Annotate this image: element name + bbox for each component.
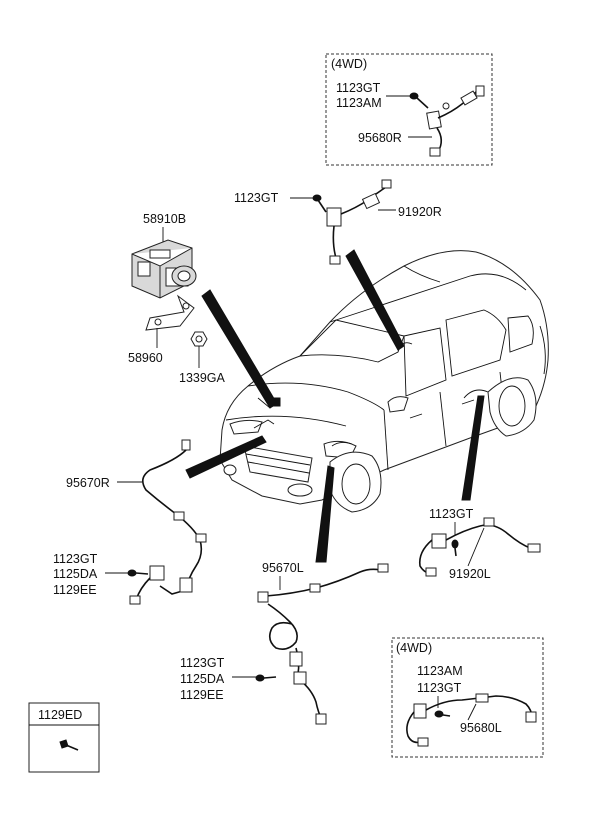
label-1129ED: 1129ED xyxy=(38,708,82,722)
box-1129ED xyxy=(28,702,100,773)
sensor-91920R xyxy=(290,179,396,265)
abs-module-58910B xyxy=(131,239,197,299)
bolt-1123GT-d xyxy=(127,569,149,577)
label-1123GT-e: 1123GT xyxy=(180,656,225,670)
label-91920L: 91920L xyxy=(449,567,491,581)
box-4wd-bottom-label: (4WD) xyxy=(396,641,432,655)
vehicle-illustration xyxy=(219,250,549,513)
label-95670L: 95670L xyxy=(262,561,304,575)
box-4wd-rear-left xyxy=(391,637,544,758)
bolt-1123GT-e xyxy=(255,674,277,682)
bracket-58960 xyxy=(145,294,195,331)
label-95680R: 95680R xyxy=(358,131,402,145)
label-58960: 58960 xyxy=(128,351,163,365)
label-1123GT-d: 1123GT xyxy=(53,552,98,566)
pointer-rear-right xyxy=(345,249,405,351)
label-1129EE-e: 1129EE xyxy=(180,688,224,702)
screw-1129ED xyxy=(59,739,79,751)
label-1123GT-c: 1123GT xyxy=(429,507,474,521)
label-1125DA-e: 1125DA xyxy=(180,672,225,686)
nut-1339GA xyxy=(190,331,208,347)
sensor-95680R xyxy=(386,85,485,157)
label-1123GT-f: 1123GT xyxy=(417,681,462,695)
label-1123AM-a: 1123AM xyxy=(336,96,382,110)
label-1123GT-a: 1123GT xyxy=(336,81,381,95)
label-1339GA: 1339GA xyxy=(179,371,226,385)
label-95670R: 95670R xyxy=(66,476,110,490)
harness-95670L xyxy=(257,563,389,725)
label-1129EE-d: 1129EE xyxy=(53,583,97,597)
label-58910B: 58910B xyxy=(143,212,186,226)
sensor-91920L xyxy=(418,517,541,577)
pointer-abs xyxy=(201,289,277,409)
pointer-rear-left xyxy=(461,395,485,501)
box-4wd-rear-right xyxy=(325,53,493,166)
label-1123AM-f: 1123AM xyxy=(417,664,463,678)
box-4wd-top-label: (4WD) xyxy=(331,57,367,71)
pointer-front-right xyxy=(185,435,267,479)
sensor-95680L xyxy=(406,693,537,747)
label-95680L: 95680L xyxy=(460,721,502,735)
harness-95670R xyxy=(129,439,207,605)
label-1123GT-b: 1123GT xyxy=(234,191,279,205)
pointer-front-left xyxy=(315,465,335,563)
label-1125DA-d: 1125DA xyxy=(53,567,98,581)
label-91920R: 91920R xyxy=(398,205,442,219)
